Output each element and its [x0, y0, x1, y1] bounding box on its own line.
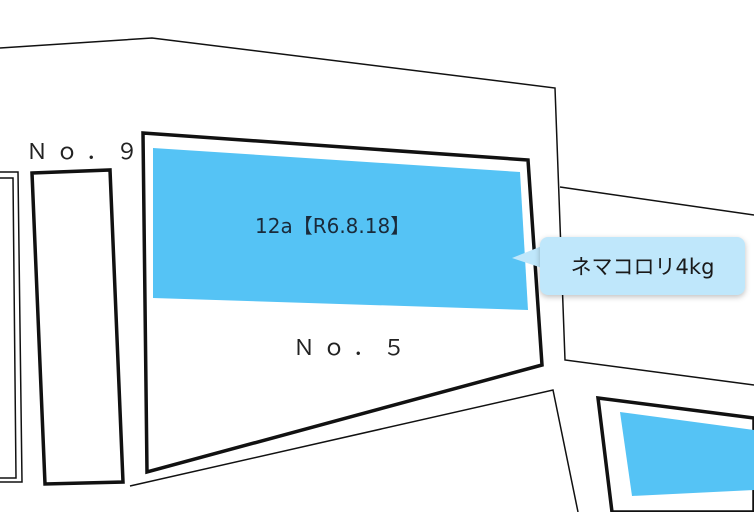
boundary-line-bottom	[129, 389, 579, 512]
tooltip: ネマコロリ4kg	[540, 237, 745, 295]
plot-label-no5: Ｎｏ．５	[293, 336, 414, 361]
plot-label-no9: Ｎｏ．９	[26, 140, 147, 165]
left-plot-edge	[0, 171, 23, 483]
plot-bottom-right-highlight[interactable]	[620, 412, 754, 496]
plot-12a-label: 12a【R6.8.18】	[255, 214, 411, 238]
plot-12a-highlight[interactable]	[153, 148, 528, 310]
boundary-line-top	[0, 37, 754, 386]
plot-no9[interactable]	[30, 168, 125, 486]
tooltip-pointer	[512, 246, 542, 268]
boundary-line-right	[559, 186, 754, 216]
left-plot-edge-inner	[0, 177, 17, 479]
tooltip-text: ネマコロリ4kg	[570, 255, 715, 279]
